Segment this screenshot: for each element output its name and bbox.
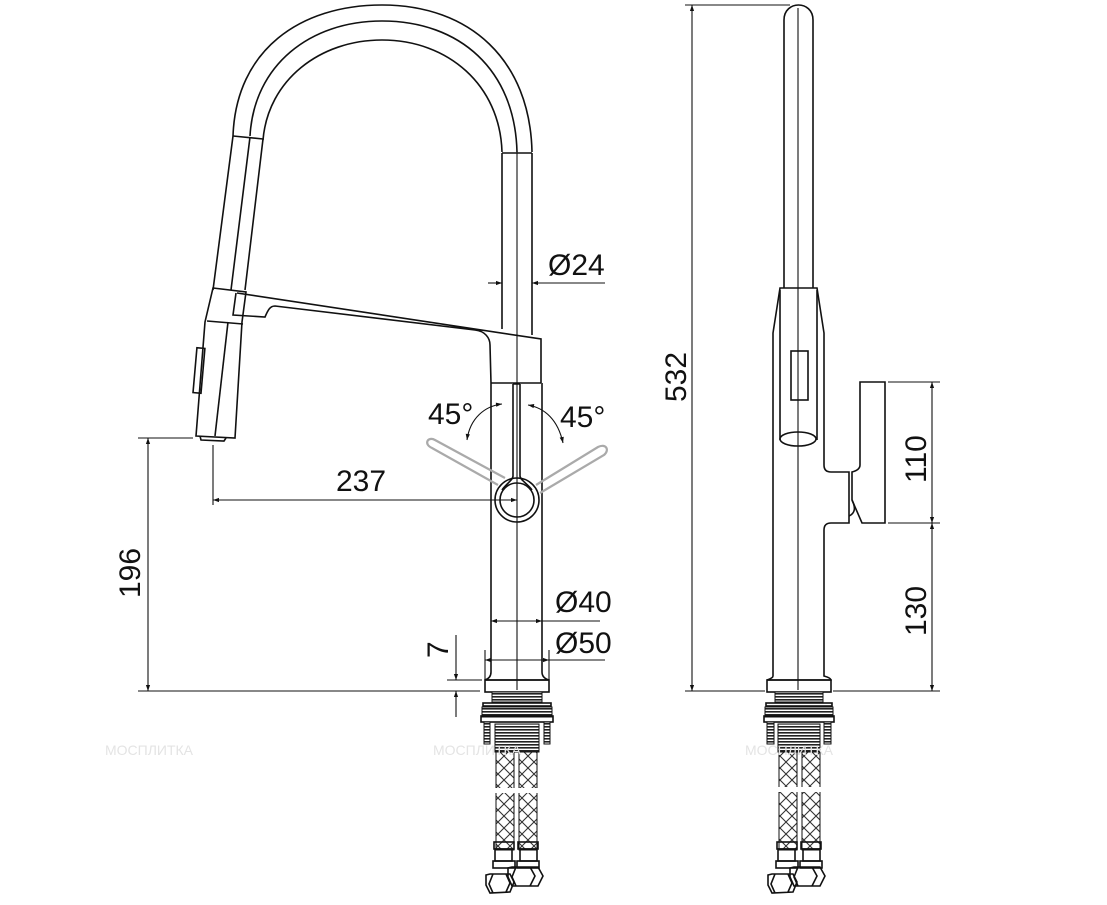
lever-angle-right-label: 45° <box>560 401 605 434</box>
side-dimensions: 532 110 130 <box>660 4 940 692</box>
lever-angle-left-label: 45° <box>428 398 473 431</box>
watermark: МОСПЛИТКА <box>105 742 194 758</box>
total-height-label: 532 <box>660 352 693 402</box>
base-diameter-label: Ø50 <box>555 627 612 660</box>
front-dimensions: Ø24 45° 45° 237 196 7 Ø40 Ø50 <box>114 249 612 717</box>
watermarks: МОСПЛИТКА МОСПЛИТКА МОСПЛИТКА <box>105 742 834 758</box>
spout-reach-label: 237 <box>336 465 386 498</box>
watermark: МОСПЛИТКА <box>433 742 522 758</box>
base-thickness-label: 7 <box>422 641 455 658</box>
watermark: МОСПЛИТКА <box>745 742 834 758</box>
front-view <box>192 4 608 894</box>
body-diameter-label: Ø40 <box>555 586 612 619</box>
side-view <box>763 4 886 894</box>
handle-height-label: 110 <box>900 435 933 483</box>
spout-height-label: 196 <box>114 548 147 598</box>
handle-elevation-label: 130 <box>900 586 933 636</box>
spout-diameter-label: Ø24 <box>548 249 605 282</box>
